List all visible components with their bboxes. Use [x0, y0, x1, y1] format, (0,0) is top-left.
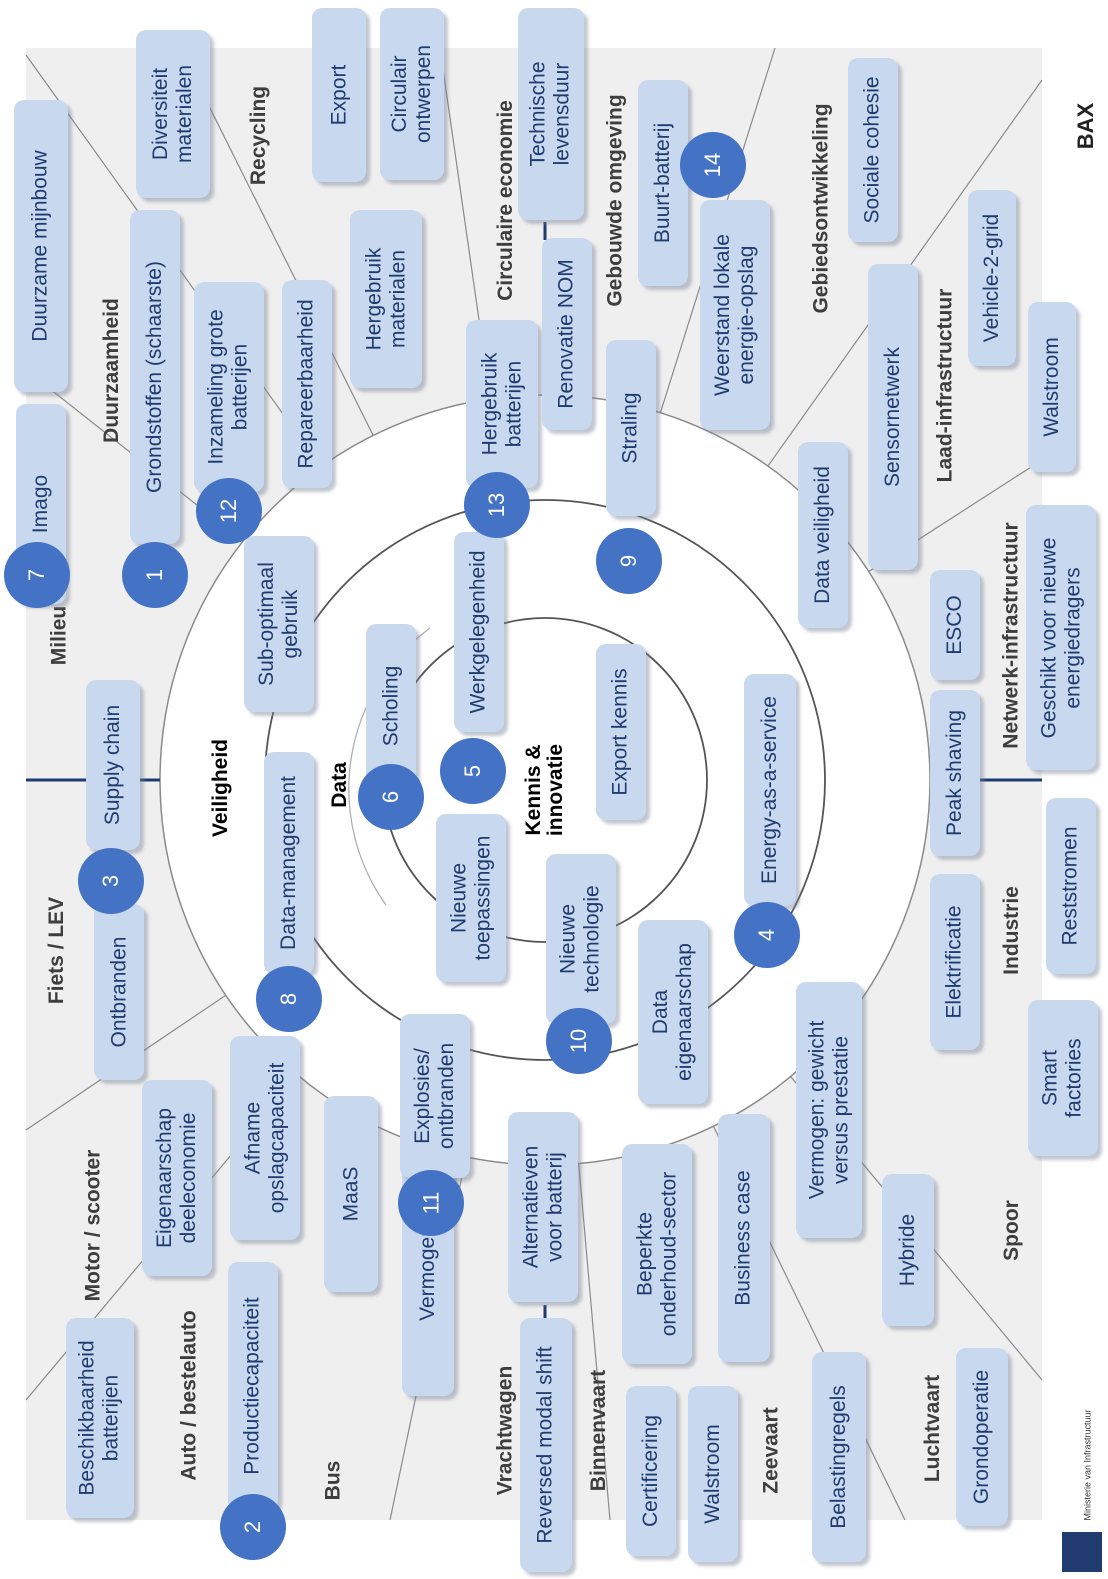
topic-beperkte-onderhoud-sector[interactable]: Beperkte onderhoud-sector — [622, 1144, 692, 1364]
topic-sensornetwerk[interactable]: Sensornetwerk — [868, 264, 918, 570]
topic-repareerbaarheid[interactable]: Repareerbaarheid — [282, 280, 332, 488]
sector-label-duurzaamheid: Duurzaamheid — [99, 297, 123, 443]
ministry-name: Ministerie van Infrastructuur — [1083, 1409, 1094, 1521]
topic-beschikbaarheid-batterijen[interactable]: Beschikbaarheid batterijen — [66, 1318, 134, 1518]
number-badge-11: 11 — [398, 1170, 464, 1236]
sector-label-spoor: Spoor — [999, 1199, 1023, 1261]
sector-label-fiets-lev: Fiets / LEV — [45, 896, 69, 1004]
topic-esco[interactable]: ESCO — [930, 570, 980, 680]
topic-hybride[interactable]: Hybride — [882, 1174, 934, 1326]
topic-afname-opslagcapaciteit[interactable]: Afname opslagcapaciteit — [230, 1036, 300, 1240]
ring-label-veiligheid: Veiligheid — [209, 738, 232, 838]
number-badge-7: 7 — [4, 542, 70, 608]
number-badge-5: 5 — [440, 738, 506, 804]
number-badge-13: 13 — [464, 472, 530, 538]
topic-vehicle-2-grid[interactable]: Vehicle-2-grid — [968, 190, 1016, 366]
number-badge-6: 6 — [358, 764, 424, 830]
topic-supply-chain[interactable]: Supply chain — [86, 680, 140, 850]
topic-reversed-modal-shift[interactable]: Reversed modal shift — [520, 1318, 572, 1572]
topic-explosies-ontbranden[interactable]: Explosies/ ontbranden — [400, 1014, 470, 1178]
topic-business-case[interactable]: Business case — [718, 1114, 770, 1362]
topic-maas[interactable]: MaaS — [324, 1096, 378, 1292]
number-badge-14: 14 — [680, 132, 746, 198]
topic-energy-as-a-service[interactable]: Energy-as-a-service — [744, 674, 796, 906]
number-badge-4: 4 — [734, 902, 800, 968]
topic-sub-optimaal-gebruik[interactable]: Sub-optimaal gebruik — [244, 536, 314, 712]
topic-certificering[interactable]: Certificering — [626, 1386, 676, 1556]
sector-label-zeevaart: Zeevaart — [759, 1406, 783, 1494]
topic-geschikt-nieuwe-energiedragers[interactable]: Geschikt voor nieuwe energiedragers — [1026, 505, 1096, 770]
topic-walstroom-right[interactable]: Walstroom — [1028, 302, 1076, 472]
topic-ontbranden[interactable]: Ontbranden — [94, 904, 144, 1080]
sector-label-recycling: Recycling — [247, 85, 271, 185]
number-badge-9: 9 — [596, 528, 662, 594]
ring-label-kennis-innovatie: Kennis & innovatie — [522, 743, 567, 837]
topic-hergebruik-materialen[interactable]: Hergebruik materialen — [350, 210, 422, 388]
topic-grondstoffen[interactable]: Grondstoffen (schaarste) — [130, 210, 180, 544]
number-badge-12: 12 — [196, 478, 262, 544]
topic-inzameling-batterijen[interactable]: Inzameling grote batterijen — [194, 282, 264, 492]
topic-smart-factories[interactable]: Smart factories — [1028, 1000, 1098, 1156]
ministry-logo — [1062, 1532, 1102, 1572]
topic-circulair-ontwerpen[interactable]: Circulair ontwerpen — [380, 8, 444, 180]
topic-buurt-batterij[interactable]: Buurt-batterij — [638, 80, 688, 286]
topic-export[interactable]: Export — [312, 8, 366, 182]
topic-straling[interactable]: Straling — [606, 340, 656, 516]
number-badge-8: 8 — [256, 966, 322, 1032]
topic-walstroom-bottom[interactable]: Walstroom — [688, 1386, 738, 1562]
sector-label-milieu: Milieu — [47, 605, 71, 665]
topic-belastingregels[interactable]: Belastingregels — [812, 1352, 866, 1562]
sector-label-gebouwde-omgeving: Gebouwde omgeving — [603, 93, 627, 307]
number-badge-2: 2 — [220, 1494, 286, 1560]
topic-grondoperatie[interactable]: Grondoperatie — [956, 1348, 1008, 1526]
topic-alternatieven-voor-batterij[interactable]: Alternatieven voor batterij — [508, 1112, 578, 1302]
topic-technische-levensduur[interactable]: Technische levensduur — [518, 8, 584, 220]
topic-duurzame-mijnbouw[interactable]: Duurzame mijnbouw — [14, 100, 68, 392]
topic-data-management[interactable]: Data-management — [264, 752, 314, 974]
brand-bax: BAX — [1073, 102, 1099, 150]
topic-eigenaarschap-deeleconomie[interactable]: Eigenaarschap deeleconomie — [142, 1080, 212, 1276]
sector-label-circulaire-economie: Circulaire economie — [493, 99, 517, 301]
sector-label-vrachtwagen: Vrachtwagen — [493, 1365, 517, 1495]
sector-label-laad-infrastructuur: Laad-infrastructuur — [933, 288, 957, 482]
ring-label-data: Data — [328, 762, 351, 808]
topic-nieuwe-technologie[interactable]: Nieuwe technologie — [546, 854, 616, 1024]
sector-label-bus: Bus — [321, 1460, 345, 1500]
topic-vermogen-gewicht-prestatie[interactable]: Vermogen: gewicht versus prestatie — [796, 982, 862, 1238]
sector-label-binnenvaart: Binnenvaart — [587, 1369, 611, 1491]
topic-hergebruik-batterijen[interactable]: Hergebruik batterijen — [466, 320, 538, 488]
topic-diversiteit-materialen[interactable]: Diversiteit materialen — [136, 30, 210, 198]
number-badge-10: 10 — [546, 1008, 612, 1074]
topic-productiecapaciteit[interactable]: Productiecapaciteit — [228, 1262, 278, 1510]
topic-nieuwe-toepassingen[interactable]: Nieuwe toepassingen — [436, 814, 506, 982]
number-badge-3: 3 — [78, 848, 144, 914]
topic-scholing[interactable]: Scholing — [366, 624, 416, 788]
topic-data-eigenaarschap[interactable]: Data eigenaarschap — [638, 920, 708, 1104]
topic-elektrificatie[interactable]: Elektrificatie — [930, 874, 980, 1050]
sector-label-motor-scooter: Motor / scooter — [81, 1149, 105, 1301]
topic-sociale-cohesie[interactable]: Sociale cohesie — [848, 58, 898, 242]
sector-label-industrie: Industrie — [999, 885, 1023, 975]
number-badge-1: 1 — [122, 542, 188, 608]
sector-label-gebiedsontwikkeling: Gebiedsontwikkeling — [809, 102, 833, 314]
topic-reststromen[interactable]: Reststromen — [1046, 798, 1096, 974]
topic-export-kennis[interactable]: Export kennis — [596, 644, 646, 820]
topic-weerstand-energie-opslag[interactable]: Weerstand lokale energie-opslag — [700, 200, 770, 430]
topic-renovatie-nom[interactable]: Renovatie NOM — [542, 238, 592, 430]
topic-peak-shaving[interactable]: Peak shaving — [930, 690, 980, 856]
sector-label-auto-bestelauto: Auto / bestelauto — [177, 1309, 201, 1481]
sector-label-luchtvaart: Luchtvaart — [921, 1374, 945, 1482]
sector-label-netwerk-infrastructuur: Netwerk-infrastructuur — [999, 521, 1023, 749]
topic-werkgelegenheid[interactable]: Werkgelegenheid — [454, 532, 504, 732]
topic-data-veiligheid[interactable]: Data veiligheid — [798, 442, 848, 628]
